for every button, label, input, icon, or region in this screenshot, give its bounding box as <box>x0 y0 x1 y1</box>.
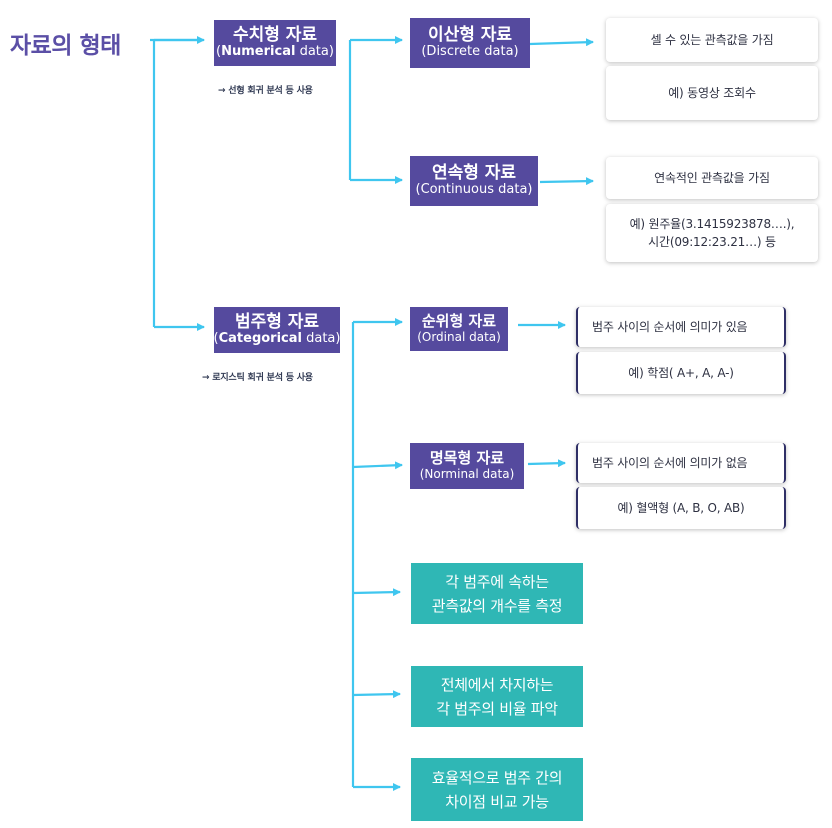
discrete-data-box: 이산형 자료 (Discrete data) <box>410 18 530 68</box>
nominal-description-card: 범주 사이의 순서에 의미가 없음 <box>576 443 786 483</box>
continuous-example-line1: 예) 원주율(3.1415923878….), <box>629 217 795 231</box>
page-title: 자료의 형태 <box>10 33 121 59</box>
feature-box-count: 각 범주에 속하는 관측값의 개수를 측정 <box>411 563 583 624</box>
categorical-subtitle: (Categorical data) <box>213 331 341 347</box>
feature-box-compare: 효율적으로 범주 간의 차이점 비교 가능 <box>411 758 583 821</box>
ordinal-subtitle: (Ordinal data) <box>417 329 501 344</box>
nominal-title: 명목형 자료 <box>429 449 505 468</box>
nominal-subtitle: (Norminal data) <box>419 466 515 481</box>
feature-ratio-line2: 각 범주의 비율 파악 <box>436 699 558 718</box>
continuous-subtitle: (Continuous data) <box>415 182 533 198</box>
ordinal-description-card: 범주 사이의 순서에 의미가 있음 <box>576 307 786 347</box>
feature-count-line2: 관측값의 개수를 측정 <box>431 596 563 615</box>
nominal-example-card: 예) 혈액형 (A, B, O, AB) <box>576 487 786 529</box>
discrete-description-card: 셀 수 있는 관측값을 가짐 <box>606 18 818 62</box>
continuous-description-card: 연속적인 관측값을 가짐 <box>606 157 818 199</box>
feature-compare-line1: 효율적으로 범주 간의 <box>431 768 563 787</box>
continuous-example-line2: 시간(09:12:23.21…) 등 <box>648 235 776 249</box>
discrete-title: 이산형 자료 <box>427 24 513 45</box>
arrow-discrete-desc <box>529 38 594 47</box>
feature-ratio-line1: 전체에서 차지하는 <box>440 675 554 694</box>
numerical-subtitle: (Numerical data) <box>216 44 334 60</box>
discrete-subtitle: (Discrete data) <box>421 44 519 60</box>
arrow-feature-2 <box>352 690 401 699</box>
feature-compare-line2: 차이점 비교 가능 <box>445 792 549 811</box>
continuous-data-box: 연속형 자료 (Continuous data) <box>410 156 538 206</box>
categorical-data-box: 범주형 자료 (Categorical data) <box>214 307 340 353</box>
ordinal-data-box: 순위형 자료 (Ordinal data) <box>410 307 508 351</box>
ordinal-example-card: 예) 학점( A+, A, A-) <box>576 352 786 394</box>
ordinal-title: 순위형 자료 <box>421 312 497 331</box>
categorical-title: 범주형 자료 <box>234 311 320 332</box>
nominal-data-box: 명목형 자료 (Norminal data) <box>410 443 524 489</box>
feature-count-line1: 각 범주에 속하는 <box>445 572 549 591</box>
arrow-continuous-desc <box>539 177 594 186</box>
arrow-nominal <box>352 461 403 470</box>
discrete-example-card: 예) 동영상 조회수 <box>606 66 818 120</box>
numerical-data-box: 수치형 자료 (Numerical data) <box>214 20 336 66</box>
continuous-title: 연속형 자료 <box>431 162 517 183</box>
numerical-title: 수치형 자료 <box>232 24 318 45</box>
arrow-nominal-desc <box>527 459 566 468</box>
continuous-example-card: 예) 원주율(3.1415923878….), 시간(09:12:23.21…)… <box>606 204 818 262</box>
arrow-feature-1 <box>352 588 401 597</box>
feature-box-ratio: 전체에서 차지하는 각 범주의 비율 파악 <box>411 666 583 727</box>
categorical-usage-note: → 로지스틱 회귀 분석 등 사용 <box>202 373 313 383</box>
numerical-usage-note: → 선형 회귀 분석 등 사용 <box>218 86 313 96</box>
